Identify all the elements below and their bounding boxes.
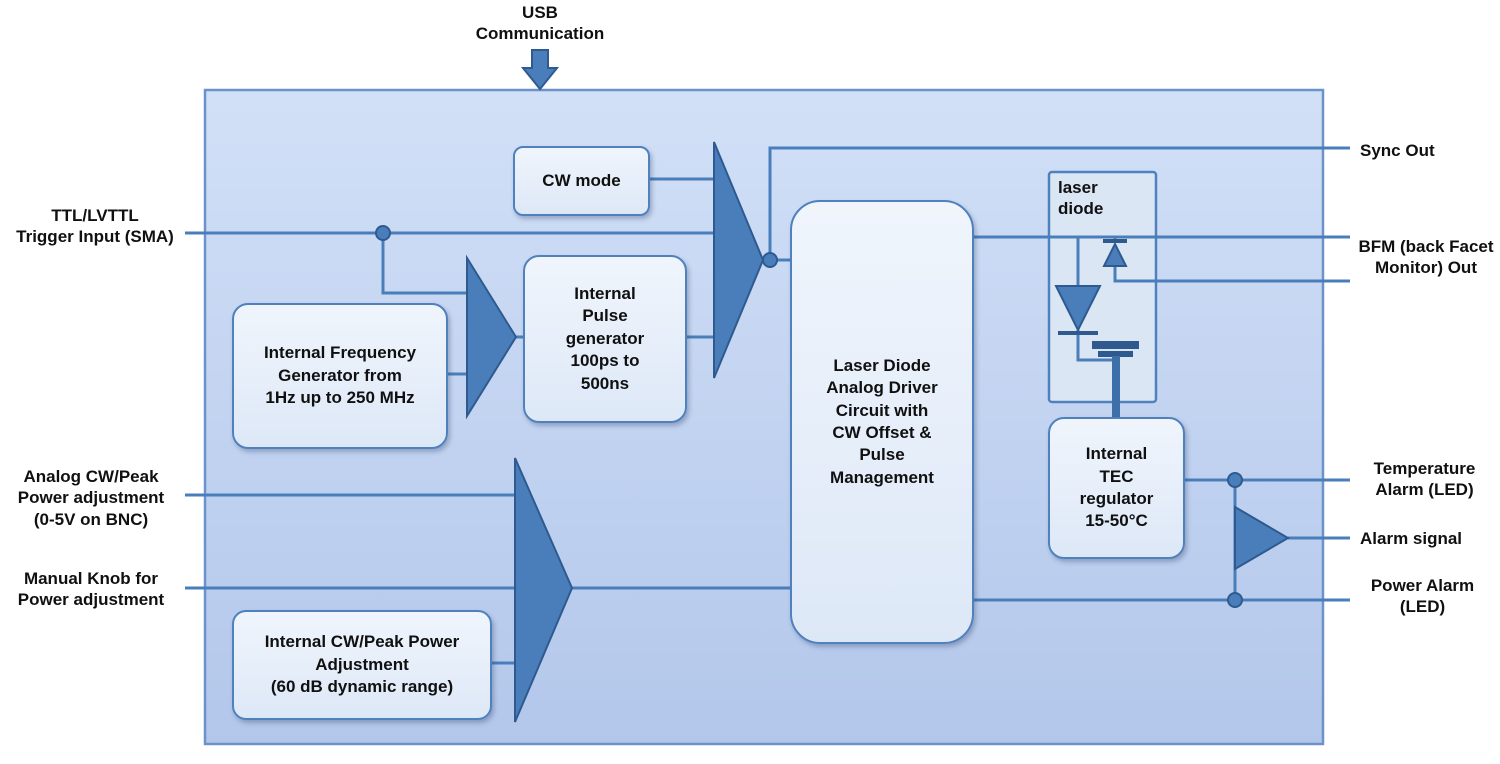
- junction-dot-temp-alarm: [1227, 472, 1243, 488]
- usb-arrow-icon: [520, 49, 560, 91]
- junction-dot-power-alarm: [1227, 592, 1243, 608]
- alarm-combiner-triangle: [1234, 505, 1290, 571]
- mode-mux-triangle: [713, 141, 765, 379]
- power-adjustment-block: Internal CW/Peak Power Adjustment (60 dB…: [232, 610, 492, 720]
- cw-mode-block: CW mode: [513, 146, 650, 216]
- wire-bfm-out-2: [1113, 266, 1350, 283]
- source-selector-triangle: [466, 254, 518, 420]
- power-mux-triangle: [514, 457, 574, 723]
- manual-knob-label: Manual Knob for Power adjustment: [17, 569, 165, 610]
- usb-communication-label: USB Communication: [475, 3, 605, 44]
- laser-diode-symbol: [1054, 285, 1102, 335]
- wire-sync-out: [768, 146, 1350, 260]
- pulse-generator-block: Internal Pulse generator 100ps to 500ns: [523, 255, 687, 423]
- tec-element-symbol: [1092, 341, 1139, 418]
- junction-dot-trigger: [375, 225, 391, 241]
- driver-circuit-block: Laser Diode Analog Driver Circuit with C…: [790, 200, 974, 644]
- power-alarm-label: Power Alarm (LED): [1370, 576, 1475, 617]
- bfm-out-label: BFM (back Facet Monitor) Out: [1358, 237, 1494, 278]
- tec-regulator-block: Internal TEC regulator 15-50°C: [1048, 417, 1185, 559]
- frequency-generator-block: Internal Frequency Generator from 1Hz up…: [232, 303, 448, 449]
- wire-laser-cathode: [1076, 330, 1116, 362]
- wire-trigger-branch: [381, 233, 467, 295]
- alarm-signal-label: Alarm signal: [1360, 529, 1463, 548]
- analog-adjustment-label: Analog CW/Peak Power adjustment (0-5V on…: [17, 467, 165, 529]
- laser-diode-label: laser diode: [1058, 178, 1104, 219]
- junction-dot-sync: [762, 252, 778, 268]
- temperature-alarm-label: Temperature Alarm (LED): [1373, 459, 1476, 500]
- photodiode-symbol: [1102, 239, 1128, 267]
- sync-out-label: Sync Out: [1360, 141, 1435, 160]
- trigger-input-label: TTL/LVTTL Trigger Input (SMA): [16, 206, 174, 247]
